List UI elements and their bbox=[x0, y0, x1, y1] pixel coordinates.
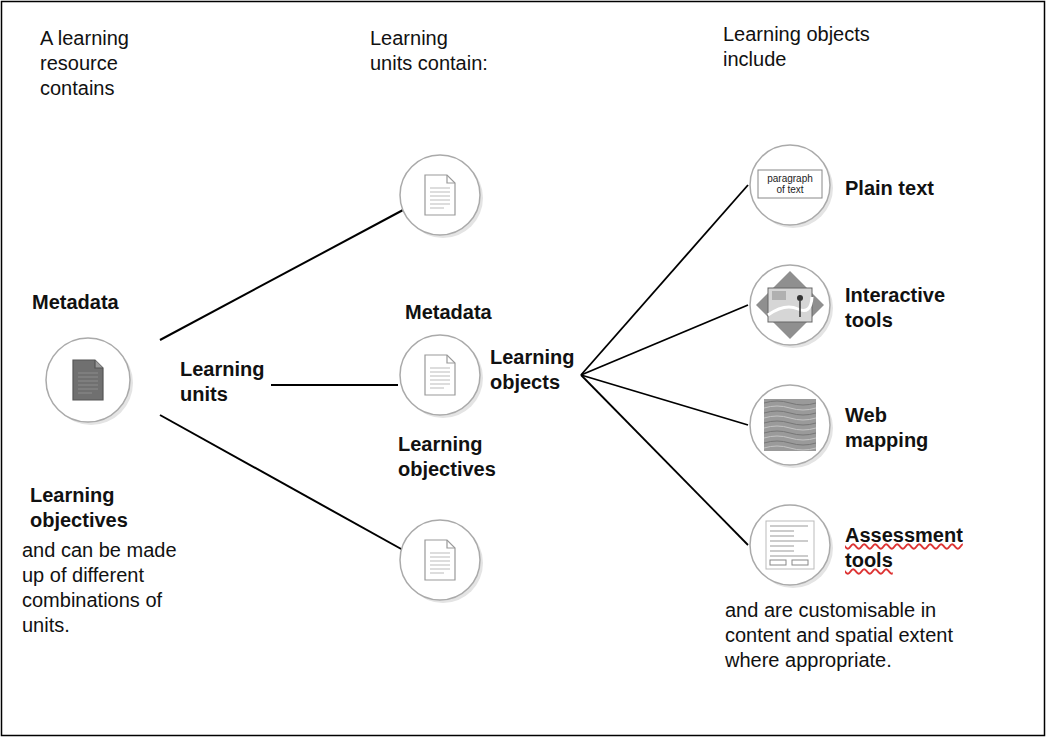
node-label: Plain text bbox=[845, 176, 967, 201]
icon-docDark bbox=[73, 360, 103, 400]
circle-node: Assessment tools bbox=[748, 503, 965, 587]
note-text: and can be made up of different combinat… bbox=[22, 538, 192, 638]
circle-node: paragraph of textPlain text bbox=[748, 143, 936, 227]
circle-node: MetadataLearning unitsLearning objective… bbox=[20, 285, 267, 535]
connector-line bbox=[581, 305, 748, 375]
note-text: and are customisable in content and spat… bbox=[725, 598, 995, 673]
note-text: Learning units contain: bbox=[370, 26, 492, 76]
icon-doc bbox=[425, 355, 455, 395]
circle-outline bbox=[748, 383, 931, 467]
circle-node: MetadataLearning objectsLearning objecti… bbox=[398, 298, 577, 484]
node-label: Metadata bbox=[32, 290, 172, 315]
node-label: Learning objects bbox=[490, 345, 600, 395]
icon-caption: paragraph of text bbox=[762, 173, 818, 195]
icon-texture bbox=[764, 399, 816, 451]
node-label: Learning objectives bbox=[30, 483, 200, 533]
unit-line bbox=[160, 415, 403, 550]
connector-line bbox=[581, 185, 748, 375]
node-label: Interactive tools bbox=[845, 283, 967, 333]
connector-line bbox=[581, 375, 748, 545]
unit-circle bbox=[400, 520, 483, 603]
node-label: Learning units bbox=[180, 357, 280, 407]
connector-line bbox=[271, 384, 398, 386]
icon-map bbox=[756, 271, 824, 339]
unit-circle bbox=[400, 155, 483, 238]
icon-form bbox=[766, 521, 814, 569]
node-label: Web mapping bbox=[845, 403, 967, 453]
note-text: Learning objects include bbox=[723, 22, 903, 72]
circle-node: Web mapping bbox=[748, 383, 931, 467]
node-label: Metadata bbox=[405, 300, 545, 325]
node-label: Assessment tools bbox=[845, 523, 967, 573]
note-text: A learning resource contains bbox=[40, 26, 180, 101]
icon-box bbox=[758, 170, 822, 198]
node-label: Learning objectives bbox=[398, 432, 568, 482]
unit-line bbox=[160, 210, 403, 340]
circle-node: Interactive tools bbox=[748, 263, 948, 347]
